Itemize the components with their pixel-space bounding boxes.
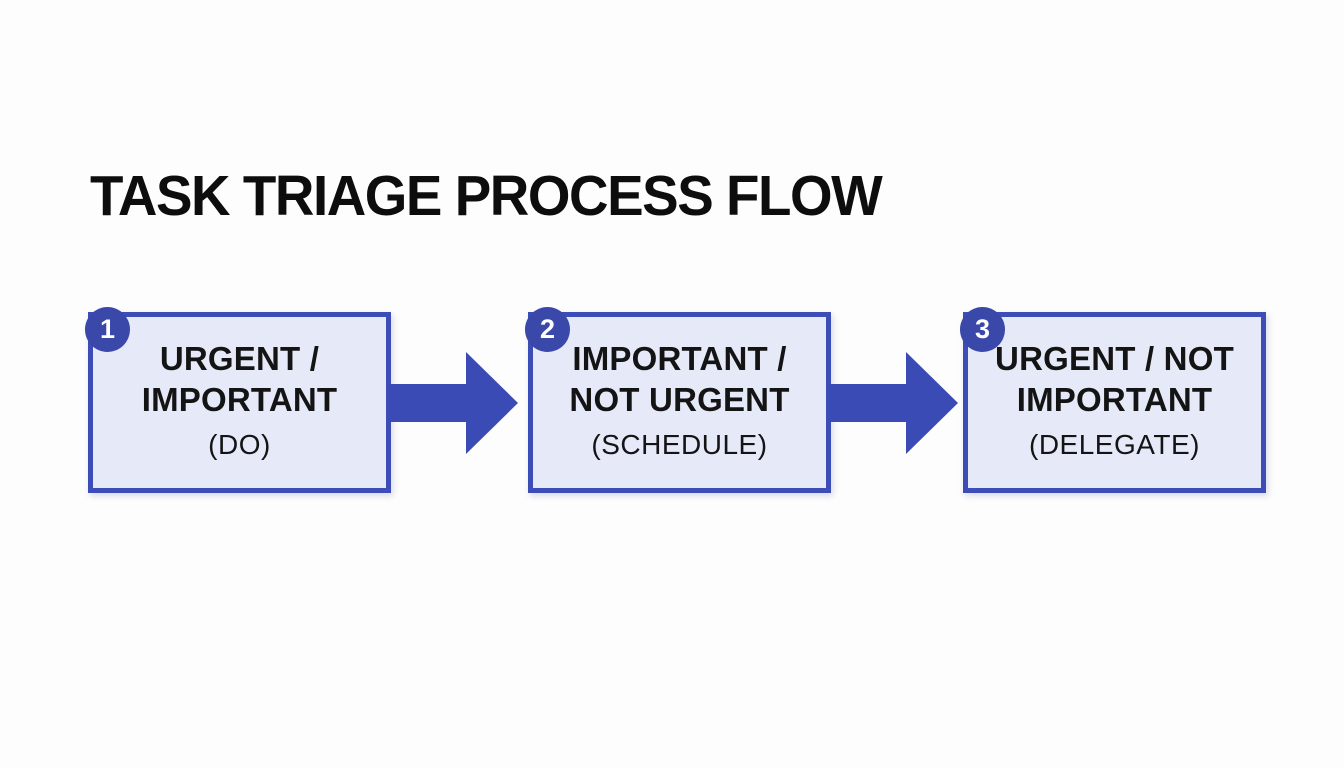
step-action-label: (SCHEDULE) bbox=[591, 429, 768, 460]
step-title-line1: URGENT / bbox=[159, 340, 320, 377]
step-number-badge: 2 bbox=[525, 307, 570, 352]
step-number-badge: 1 bbox=[85, 307, 130, 352]
step-number: 3 bbox=[974, 314, 991, 344]
step-title-line1: IMPORTANT / bbox=[572, 340, 787, 377]
step-number: 2 bbox=[539, 314, 556, 344]
step-title-line2: NOT URGENT bbox=[569, 381, 790, 418]
step-number-badge: 3 bbox=[960, 307, 1005, 352]
page-title: TASK TRIAGE PROCESS FLOW bbox=[90, 164, 883, 228]
step-title-line2: IMPORTANT bbox=[1016, 381, 1213, 418]
step-title-line1: URGENT / NOT bbox=[995, 340, 1234, 377]
right-block-arrow-icon bbox=[389, 348, 521, 458]
step-title: URGENT / IMPORTANT bbox=[142, 338, 338, 420]
step-action-label: (DELEGATE) bbox=[1029, 429, 1200, 460]
step-title: URGENT / NOT IMPORTANT bbox=[995, 338, 1234, 420]
step-box-urgent-important: 1 URGENT / IMPORTANT (DO) bbox=[85, 307, 391, 493]
step-action-label: (DO) bbox=[208, 429, 271, 460]
step-number: 1 bbox=[99, 314, 116, 344]
step-box-important-not-urgent: 2 IMPORTANT / NOT URGENT (SCHEDULE) bbox=[525, 307, 831, 493]
right-block-arrow-icon bbox=[829, 348, 961, 458]
step-box-urgent-not-important: 3 URGENT / NOT IMPORTANT (DELEGATE) bbox=[960, 307, 1266, 493]
step-title: IMPORTANT / NOT URGENT bbox=[569, 338, 789, 420]
step-title-line2: IMPORTANT bbox=[141, 381, 338, 418]
